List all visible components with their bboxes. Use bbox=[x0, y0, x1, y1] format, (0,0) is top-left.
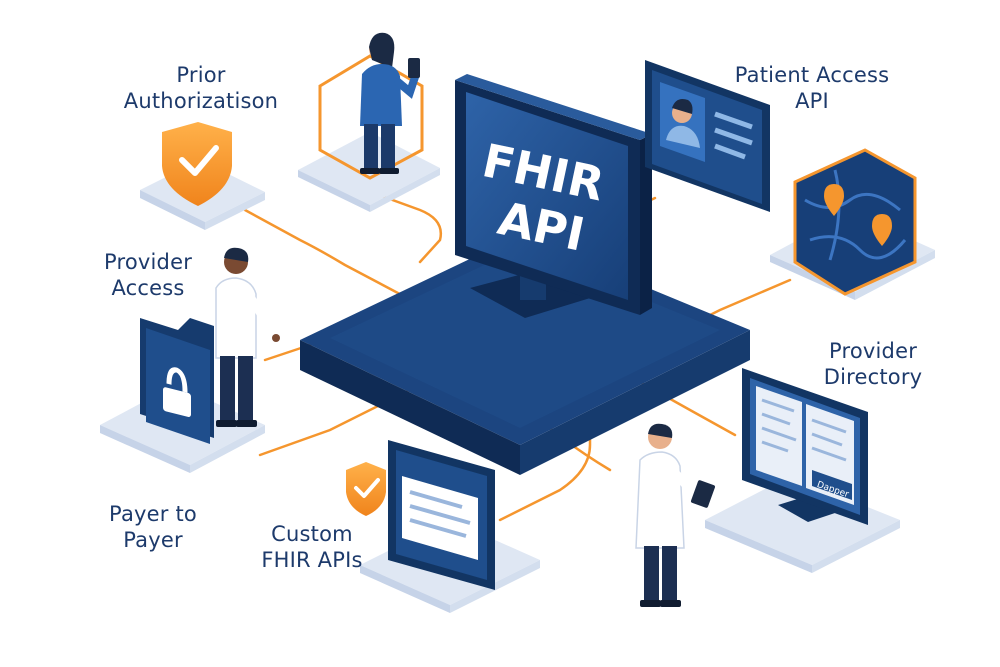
label-payer-to-payer: Payer to Payer bbox=[78, 501, 228, 553]
connector-patient-portal bbox=[363, 188, 443, 264]
label-custom-fhir-apis-line2: FHIR APIs bbox=[261, 548, 363, 572]
label-provider-directory-line2: Directory bbox=[823, 365, 923, 389]
provider-directory-node bbox=[705, 368, 900, 573]
label-patient-access-api-line2: API bbox=[795, 89, 829, 113]
label-patient-access-api: Patient Access API bbox=[712, 62, 912, 114]
label-custom-fhir-apis: Custom FHIR APIs bbox=[232, 521, 392, 573]
map-node bbox=[770, 148, 935, 300]
hexagon-frame bbox=[318, 54, 424, 180]
label-prior-authorization-line2: Authorizatison bbox=[123, 89, 279, 113]
label-payer-to-payer-line1: Payer to bbox=[109, 502, 197, 526]
label-provider-access: Provider Access bbox=[78, 249, 218, 301]
label-provider-directory: Provider Directory bbox=[788, 338, 958, 390]
doctor-figure bbox=[635, 423, 715, 607]
document-icon bbox=[402, 476, 478, 560]
check-shield-icon bbox=[162, 122, 232, 206]
patient-access-node bbox=[645, 60, 770, 212]
label-prior-authorization-line1: Prior bbox=[176, 63, 226, 87]
connector-prior-authorization bbox=[243, 208, 432, 312]
connector-custom bbox=[498, 418, 592, 522]
label-payer-to-payer-line2: Payer bbox=[123, 528, 183, 552]
check-shield-small-icon bbox=[346, 462, 386, 516]
label-patient-access-api-line1: Patient Access bbox=[734, 63, 890, 87]
id-card-icon bbox=[660, 82, 753, 162]
patient-figure bbox=[360, 32, 420, 174]
prior-authorization-node bbox=[140, 122, 265, 230]
provider-access-node bbox=[100, 247, 281, 473]
label-prior-authorization: Prior Authorizatison bbox=[96, 62, 306, 114]
map-pin-icon bbox=[824, 184, 892, 246]
lock-folder-icon bbox=[140, 318, 214, 444]
provider-figure bbox=[215, 247, 281, 427]
custom-fhir-node bbox=[346, 440, 540, 613]
label-provider-access-line1: Provider bbox=[103, 250, 193, 274]
label-provider-directory-line1: Provider bbox=[828, 339, 918, 363]
label-provider-access-line2: Access bbox=[111, 276, 185, 300]
label-custom-fhir-apis-line1: Custom bbox=[271, 522, 353, 546]
hub-monitor bbox=[455, 74, 652, 318]
patient-portal-node bbox=[298, 32, 440, 212]
